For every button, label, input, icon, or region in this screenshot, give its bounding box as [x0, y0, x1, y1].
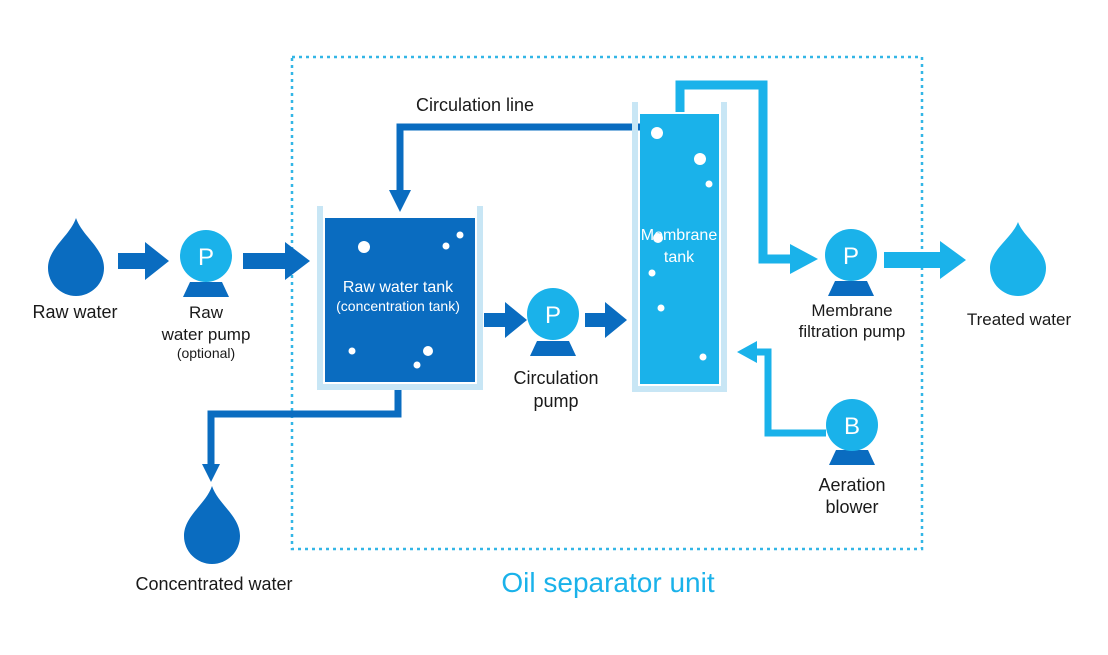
membrane-outlet-pipe — [675, 80, 790, 264]
circulation-line-label: Circulation line — [416, 95, 534, 115]
arrow-raw-to-pump — [118, 242, 169, 280]
filtration-pump-letter: P — [843, 243, 859, 270]
arrow-filt-pump-to-treated — [884, 241, 966, 279]
raw-water-drop-icon — [48, 218, 104, 296]
unit-title: Oil separator unit — [501, 567, 714, 598]
blower-letter: B — [844, 413, 860, 440]
raw-tank-label-line1: Raw water tank — [343, 279, 454, 296]
blower-label-line1: Aeration — [818, 475, 885, 495]
raw-water-tank — [317, 206, 483, 390]
treated-water-label: Treated water — [967, 310, 1072, 329]
raw-pump-label-line3: (optional) — [177, 345, 235, 361]
raw-water-pump-icon: P — [180, 230, 232, 297]
circulation-pump-icon: P — [527, 288, 579, 356]
circulation-line-arrowhead — [389, 190, 411, 212]
raw-water-label: Raw water — [32, 302, 117, 322]
filtration-pump-label-line2: filtration pump — [799, 322, 906, 341]
circulation-pump-label-line2: pump — [533, 391, 578, 411]
membrane-tank-label-line1: Membrane — [641, 227, 718, 244]
circulation-pump-letter: P — [545, 302, 561, 329]
membrane-tank-label-line2: tank — [664, 249, 695, 266]
concentrated-water-label: Concentrated water — [135, 574, 292, 594]
raw-pump-label-line2: water pump — [161, 325, 251, 344]
raw-tank-label-line2: (concentration tank) — [336, 298, 460, 314]
concentrate-outlet-pipe — [207, 388, 402, 466]
aeration-blower-icon: B — [826, 399, 878, 465]
circulation-line-pipe — [396, 123, 640, 192]
arrow-tank-to-circ-pump — [484, 302, 527, 338]
aeration-arrowhead — [737, 341, 757, 363]
raw-pump-label-line1: Raw — [189, 303, 224, 322]
filtration-pump-label-line1: Membrane — [811, 301, 892, 320]
membrane-tank — [632, 102, 727, 392]
arrow-circ-pump-to-membrane — [585, 302, 627, 338]
membrane-outlet-arrowhead — [790, 244, 818, 274]
raw-pump-letter: P — [198, 244, 214, 271]
concentrate-outlet-arrowhead — [202, 464, 220, 482]
blower-label-line2: blower — [825, 497, 878, 517]
circulation-pump-label-line1: Circulation — [513, 368, 598, 388]
arrow-pump-to-tank — [243, 242, 310, 280]
treated-water-drop-icon — [990, 222, 1046, 296]
concentrated-water-drop-icon — [184, 486, 240, 564]
unit-boundary — [290, 55, 924, 551]
filtration-pump-icon: P — [825, 229, 877, 296]
aeration-pipe — [754, 348, 826, 437]
